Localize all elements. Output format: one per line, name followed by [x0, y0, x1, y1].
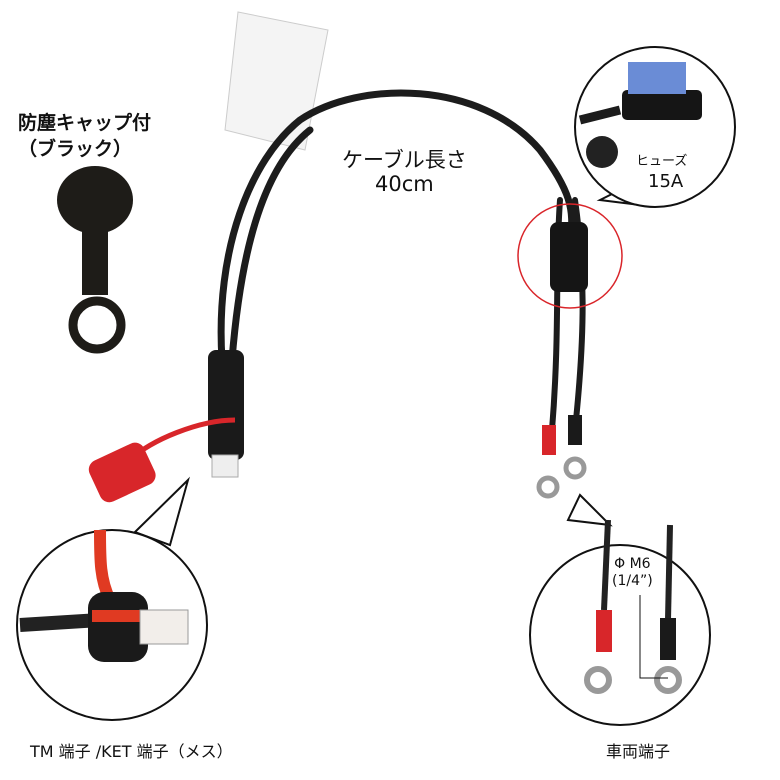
dust-cap-label: 防塵キャップ付 （ブラック） — [18, 110, 151, 162]
vehicle-terminal-label: 車両端子 — [606, 742, 671, 761]
fuse-callout — [574, 46, 736, 208]
fuse-holder — [550, 222, 588, 292]
fuse-rating: 15A — [648, 171, 684, 192]
dust-cap-label-color: （ブラック） — [18, 138, 133, 160]
ring-terminal — [563, 456, 587, 480]
cable-length-label: ケーブル長さ 40cm — [342, 148, 467, 196]
cable-length-value: 40cm — [375, 172, 434, 196]
connector-body — [208, 350, 244, 460]
cable — [217, 89, 586, 433]
dust-cap — [57, 166, 133, 354]
connector-callout — [16, 476, 208, 721]
red-cap — [88, 442, 156, 503]
ring-size-label: Φ M6 (1/4”) — [612, 556, 653, 590]
dust-cap-label-line: 防塵キャップ付 — [18, 112, 152, 134]
ring-size-imperial: (1/4”) — [612, 573, 653, 589]
red-terminal-sleeve — [542, 425, 556, 455]
fuse-label: ヒューズ — [636, 154, 688, 169]
ring-size-metric: Φ M6 — [614, 556, 651, 572]
highlight-circle — [517, 203, 623, 309]
black-terminal-sleeve — [568, 415, 582, 445]
cable-length-title: ケーブル長さ — [342, 148, 467, 172]
ring-terminal — [536, 475, 560, 499]
connector-tip — [211, 454, 239, 478]
connector-label: TM 端子 /KET 端子（メス） — [30, 742, 233, 761]
ring-terminal-callout — [529, 493, 711, 726]
